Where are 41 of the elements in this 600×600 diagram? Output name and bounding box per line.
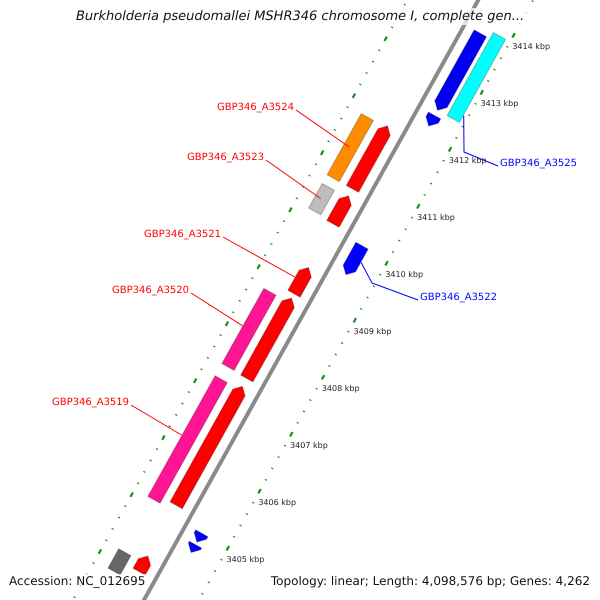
scale-label: 3413 kbp [480, 99, 518, 110]
scale-label: 3409 kbp [354, 327, 392, 338]
gene-bar [326, 195, 352, 228]
gene-bar [240, 297, 295, 383]
genome-summary: Topology: linear; Length: 4,098,576 bp; Genes: 4,262 [268, 574, 592, 589]
gene-bar [194, 529, 209, 543]
gene-label: GBP346_A3519 [52, 397, 130, 409]
scale-label: 3408 kbp [322, 384, 360, 394]
gene-bar [308, 182, 336, 216]
gene-label: GBP346_A3522 [420, 292, 498, 304]
gene-bar [425, 111, 442, 127]
gene-bar [287, 266, 312, 298]
leader-line [296, 110, 350, 148]
scale-label: 3414 kbp [512, 42, 550, 52]
gene-bar [107, 548, 132, 576]
leader-line [266, 160, 322, 200]
gene-label: GBP346_A3521 [144, 229, 222, 241]
scale-label: 3405 kbp [226, 555, 264, 565]
gene-bar [221, 288, 277, 372]
scale-label: 3410 kbp [385, 270, 424, 280]
scale-label: 3412 kbp [448, 156, 487, 166]
gene-bar [147, 375, 228, 504]
gene-label: GBP346_A3523 [187, 152, 264, 164]
leader-line [190, 292, 243, 326]
gene-bar [326, 112, 374, 182]
scale-label: 3411 kbp [417, 213, 455, 224]
gene-bar [346, 125, 391, 193]
leader-line [360, 262, 418, 300]
gene-bar [132, 555, 152, 576]
leader-line [130, 404, 182, 436]
gene-bar [188, 540, 202, 554]
leader-line [463, 115, 498, 166]
scale-label: 3407 kbp [290, 441, 328, 452]
gene-label: GBP346_A3525 [500, 158, 578, 170]
scale-label: 3406 kbp [258, 498, 296, 508]
gene-label: GBP346_A3520 [112, 285, 190, 297]
gene-label: GBP346_A3524 [217, 102, 294, 114]
gene-bar [169, 386, 246, 510]
gene-bar [342, 242, 369, 276]
leader-line [222, 236, 296, 278]
accession-label: Accession: NC_012695 [7, 574, 148, 589]
